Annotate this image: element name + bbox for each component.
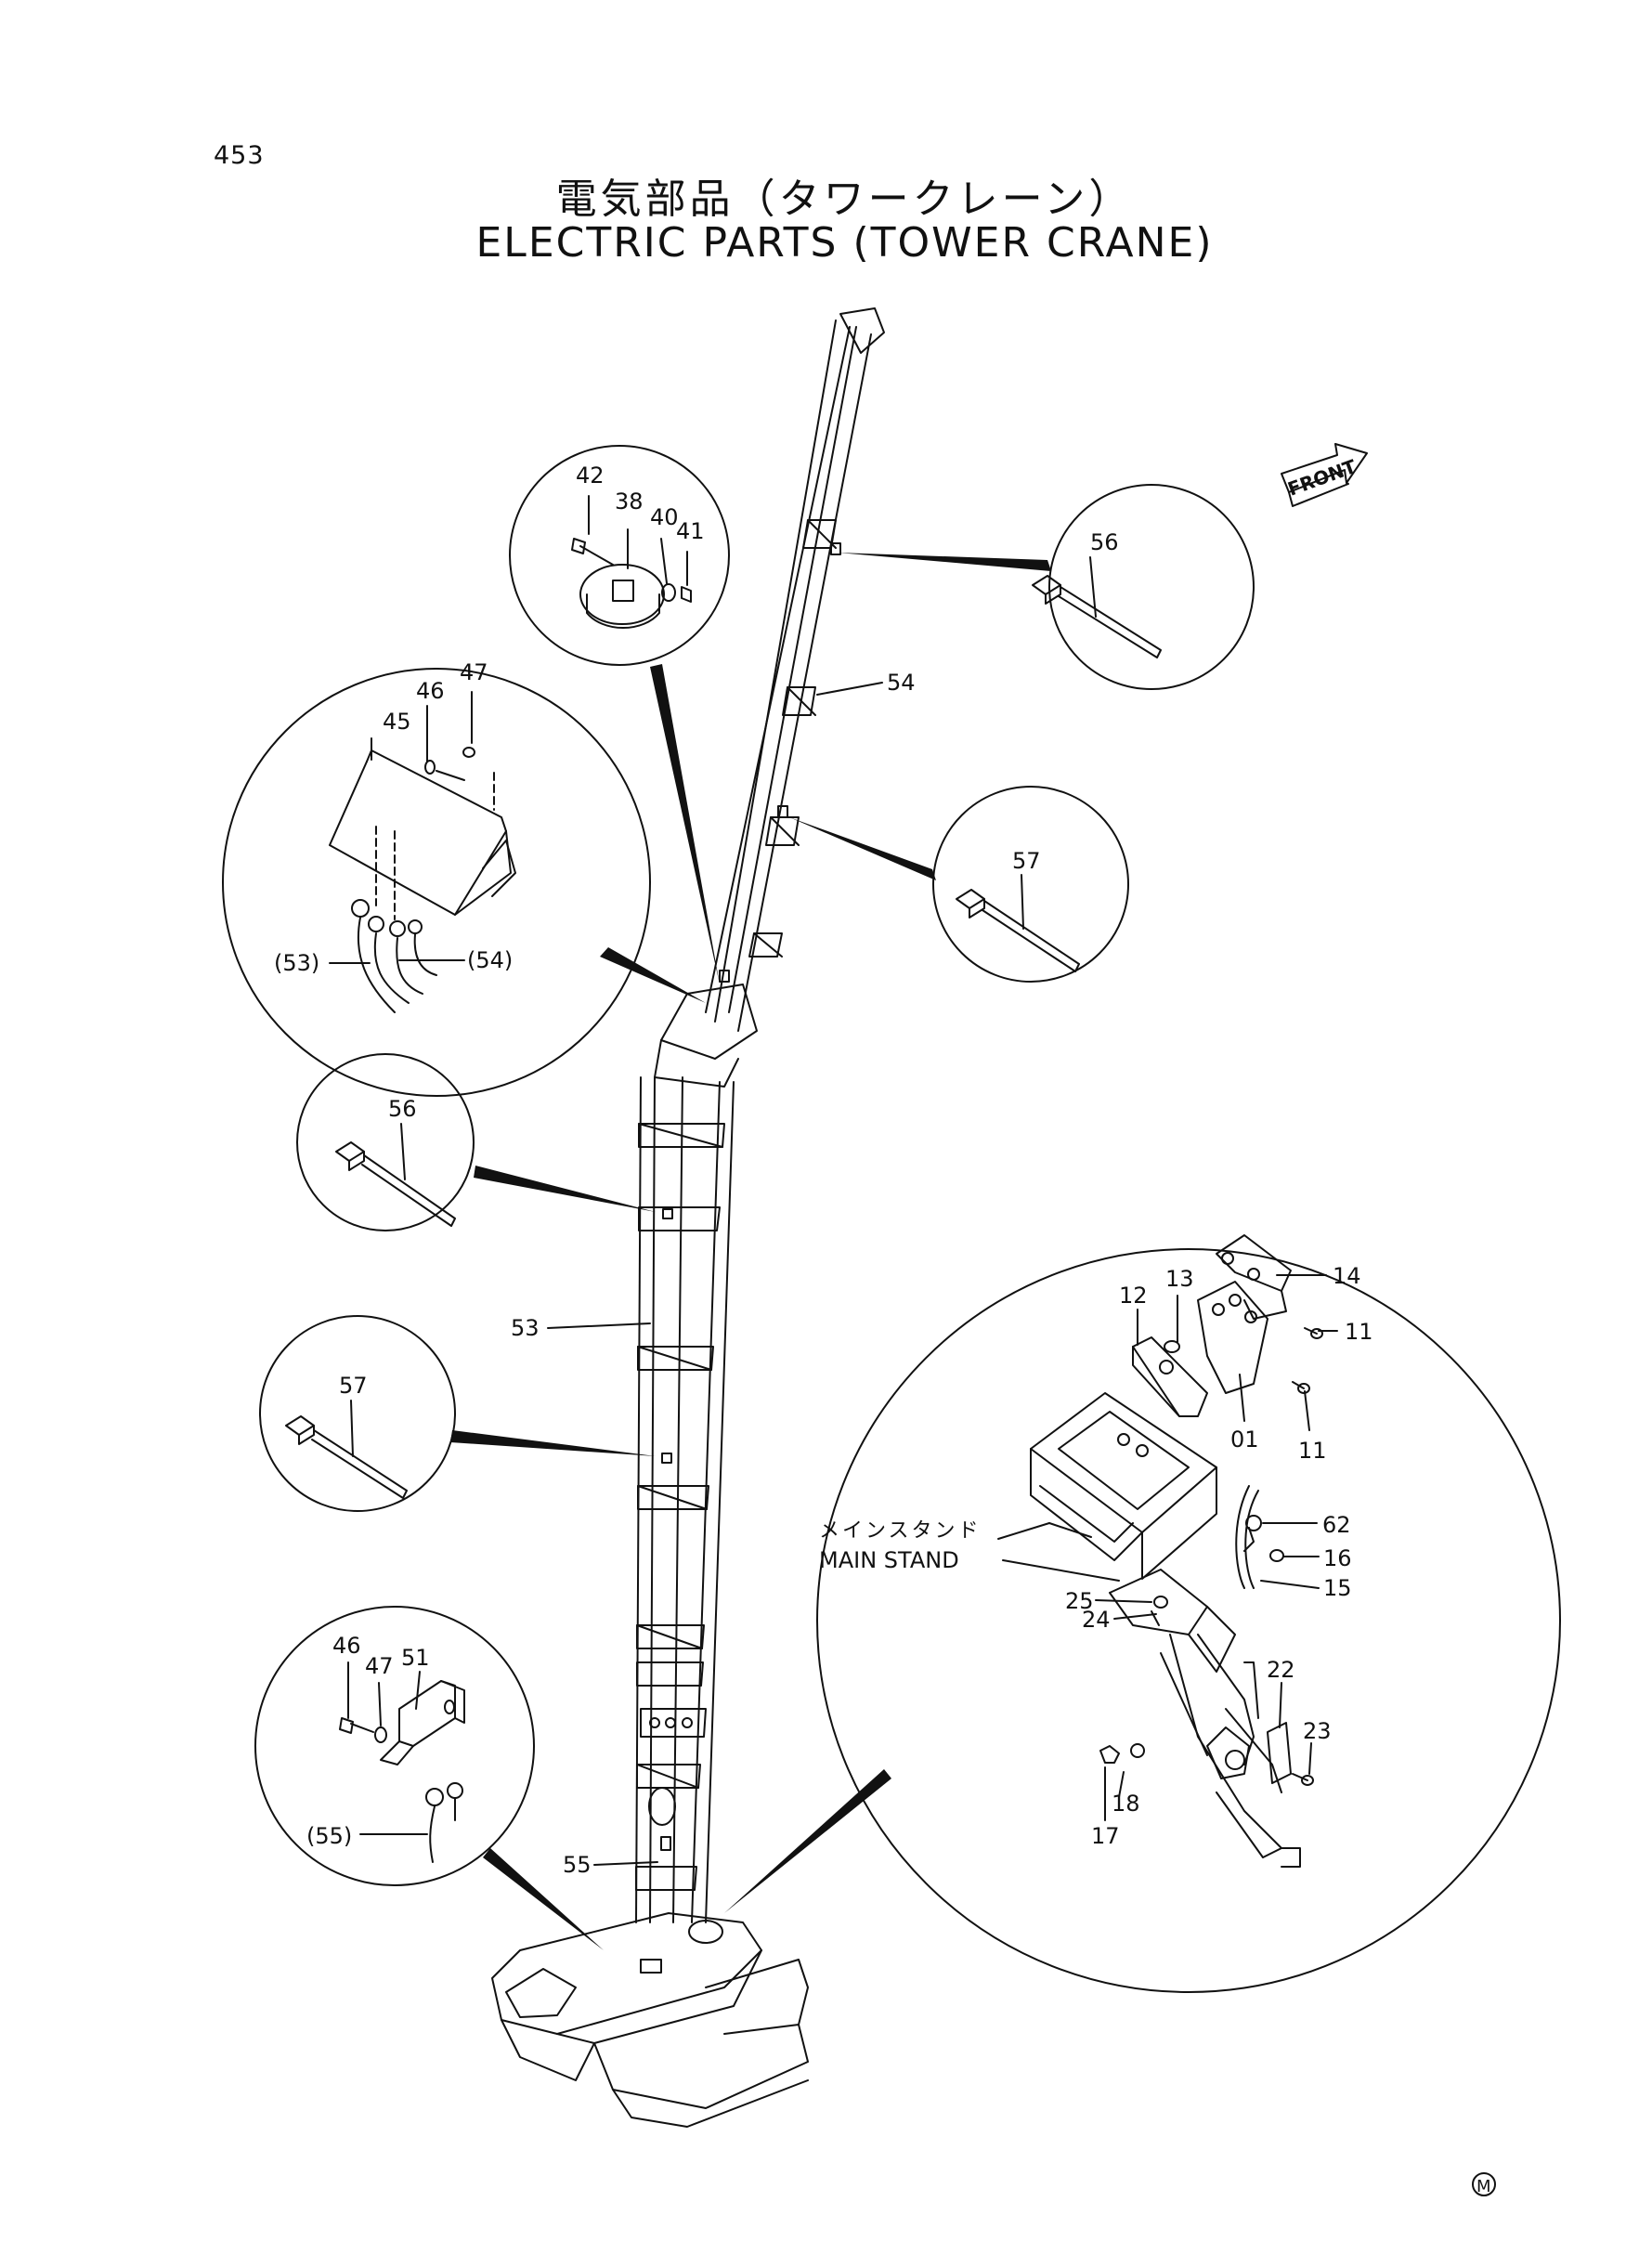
callout-55-box: (55) [306, 1823, 352, 1849]
callout-14: 14 [1333, 1263, 1361, 1289]
callout-18: 18 [1112, 1791, 1140, 1817]
callout-57-left: 57 [339, 1373, 368, 1399]
callout-38: 38 [615, 489, 644, 515]
junction-box-45-part [329, 691, 516, 1013]
title-japanese: 電気部品（タワークレーン） [555, 176, 1134, 223]
bubble-light-38 [509, 445, 730, 666]
callout-47-box: 47 [460, 659, 488, 685]
callout-12: 12 [1119, 1283, 1148, 1309]
main-stand-assembly [997, 1234, 1338, 1868]
cable-tie-57-left-part [285, 1400, 408, 1499]
bubble-cable-tie-56-left [296, 1053, 475, 1231]
callout-40: 40 [650, 504, 679, 530]
callout-25: 25 [1065, 1588, 1094, 1614]
main-stand-label-english: MAIN STAND [819, 1547, 959, 1573]
callout-55-tower: 55 [563, 1852, 592, 1878]
callout-45: 45 [383, 709, 411, 735]
callout-56-left: 56 [388, 1096, 417, 1122]
bubble-main-stand [816, 1248, 1561, 1993]
cable-tie-56-left-part [335, 1123, 456, 1227]
mark-symbol-ring [1472, 2172, 1496, 2196]
main-stand-label-japanese: メインスタンド [819, 1519, 982, 1543]
callout-11-a: 11 [1345, 1319, 1373, 1345]
callout-54-box: (54) [467, 947, 513, 973]
callout-numbers: 56 54 57 42 38 40 41 45 46 47 (53) (54) … [274, 463, 1491, 2196]
light-38-part [571, 495, 692, 629]
callout-01: 01 [1230, 1427, 1259, 1453]
bubble-connector-51 [254, 1606, 535, 1886]
page-number: 453 [214, 141, 265, 170]
callout-16: 16 [1323, 1545, 1352, 1571]
callout-46-box: 46 [416, 678, 445, 704]
callout-56-top: 56 [1090, 529, 1119, 555]
callout-53-box: (53) [274, 950, 319, 976]
bubble-cable-tie-56-top [1048, 484, 1255, 690]
connector-51-part [339, 1661, 465, 1863]
cable-tie-56-top-part [1032, 556, 1162, 658]
callout-13: 13 [1165, 1266, 1194, 1292]
leader-wedges [450, 553, 1051, 1950]
crane-base-carrier [491, 1912, 809, 2128]
callout-15: 15 [1323, 1575, 1352, 1601]
mark-symbol: M [1476, 2177, 1491, 2196]
callout-47-lower: 47 [365, 1653, 394, 1679]
crane-tower-mast [635, 307, 885, 1923]
title-english: ELECTRIC PARTS (TOWER CRANE) [475, 219, 1214, 267]
callout-42: 42 [576, 463, 605, 489]
bubble-cable-tie-57-left [259, 1315, 456, 1512]
callout-53-tower: 53 [511, 1315, 540, 1341]
callout-22: 22 [1267, 1657, 1295, 1683]
callout-46-lower: 46 [332, 1633, 361, 1659]
bubble-cable-tie-57-top [932, 786, 1129, 983]
front-direction-arrow [1281, 443, 1368, 507]
callout-51: 51 [401, 1645, 430, 1671]
callout-57-top: 57 [1012, 848, 1041, 874]
callout-24: 24 [1082, 1607, 1111, 1633]
callout-54-boom: 54 [887, 670, 916, 696]
callout-17: 17 [1091, 1823, 1120, 1849]
callout-41: 41 [676, 518, 705, 544]
cable-tie-57-top-part [956, 874, 1080, 972]
callout-62: 62 [1322, 1512, 1351, 1538]
callout-23: 23 [1303, 1718, 1332, 1744]
crane-leader-lines [547, 682, 883, 1866]
callout-11-b: 11 [1298, 1438, 1327, 1464]
bubble-junction-box-45 [222, 668, 651, 1097]
